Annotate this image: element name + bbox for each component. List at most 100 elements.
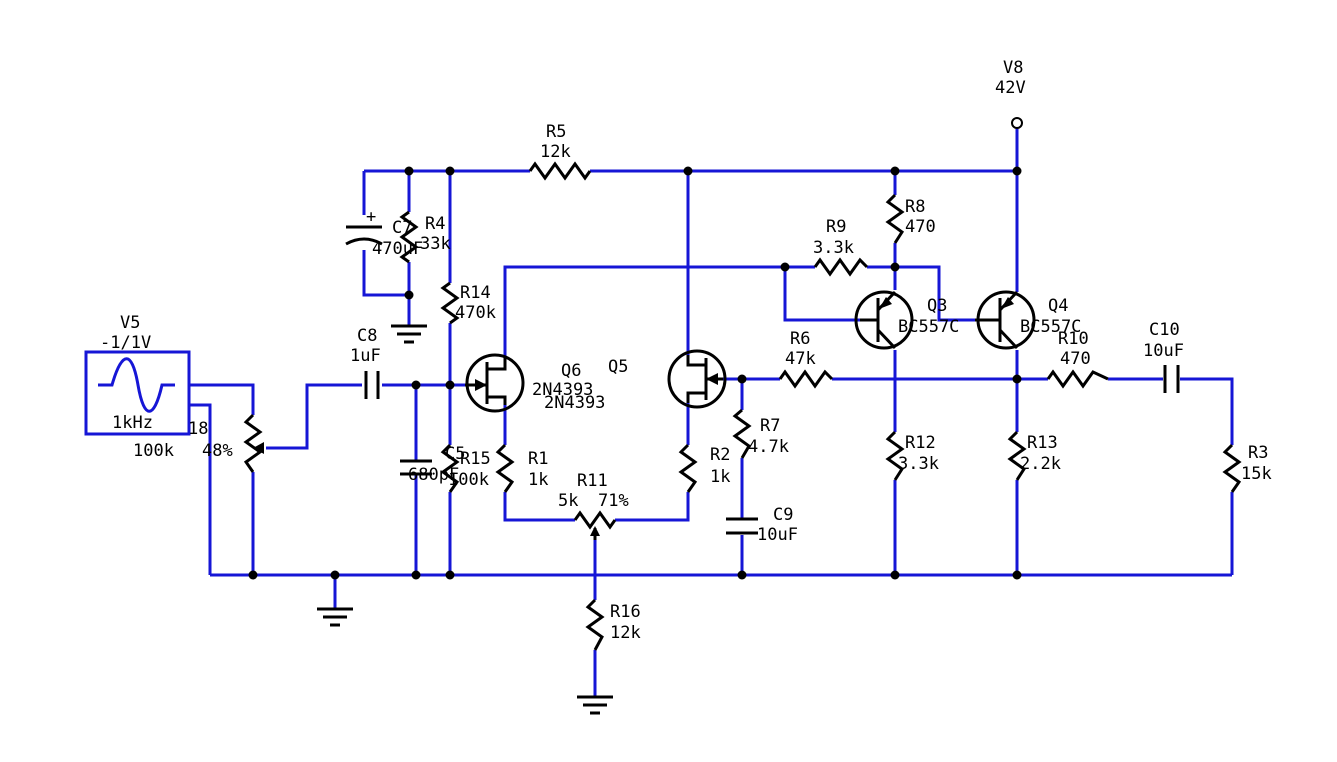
c9-value-label: 10uF — [757, 525, 798, 545]
r2-value-label: 1k — [710, 467, 730, 487]
junction-dot — [248, 570, 258, 580]
junction-dot — [445, 570, 455, 580]
q5-jfet-icon — [667, 349, 727, 409]
c10-value-label: 10uF — [1143, 341, 1184, 361]
c5-name-label: C5 — [445, 444, 465, 464]
junction-dot — [890, 570, 900, 580]
r9-name-label: R9 — [826, 217, 846, 237]
r13-resistor-icon — [1007, 430, 1027, 481]
c10-capacitor-icon — [1163, 365, 1180, 393]
q6-name-label: Q6 — [561, 361, 581, 381]
wires — [190, 128, 1234, 696]
r8-value-label: 470 — [905, 217, 936, 237]
junction-dot — [737, 374, 747, 384]
junctions — [248, 166, 1022, 580]
c5-value-label: 680pF — [408, 465, 459, 485]
c8-name-label: C8 — [357, 326, 377, 346]
r5-value-label: 12k — [540, 142, 571, 162]
wire-c7-bracket — [362, 171, 409, 297]
junction-dot — [330, 570, 340, 580]
q5-value-label: 2N4393 — [544, 393, 605, 413]
r14-value-label: 470k — [455, 303, 496, 323]
junction-dot — [737, 570, 747, 580]
q6-jfet-icon — [465, 353, 525, 413]
r11-name-label: R11 — [577, 471, 608, 491]
junction-dot — [1012, 570, 1022, 580]
c9-capacitor-icon — [726, 517, 758, 535]
r11-wiper-arrow-icon — [590, 526, 600, 536]
r12-value-label: 3.3k — [898, 454, 939, 474]
r8-name-label: R8 — [905, 197, 925, 217]
r13-value-label: 2.2k — [1020, 454, 1061, 474]
v8-terminal-icon — [1011, 117, 1023, 129]
wire-q6-drain — [503, 265, 785, 358]
r5-name-label: R5 — [546, 122, 566, 142]
r12-name-label: R12 — [905, 433, 936, 453]
r7-name-label: R7 — [760, 416, 780, 436]
r14-name-label: R14 — [460, 283, 491, 303]
v8-name-label: V8 — [1003, 58, 1023, 78]
r11-setting-label: 71% — [598, 491, 629, 511]
junction-dot — [1012, 374, 1022, 384]
r5-resistor-icon — [528, 161, 592, 181]
c8-value-label: 1uF — [350, 346, 381, 366]
r6-value-label: 47k — [785, 349, 816, 369]
q4-transistor-icon — [975, 290, 1036, 350]
r18-setting-label: 48% — [202, 441, 233, 461]
junction-dot — [683, 166, 693, 176]
q3-value-label: BC557C — [898, 317, 959, 337]
r7-resistor-icon — [732, 408, 752, 459]
junction-dot — [411, 570, 421, 580]
wire-output — [742, 377, 1234, 575]
wire-v5-return — [190, 403, 212, 575]
r9-resistor-icon — [813, 257, 869, 277]
r14-resistor-icon — [440, 281, 460, 325]
ground-icon — [577, 695, 613, 715]
r16-resistor-icon — [585, 598, 605, 651]
r2-name-label: R2 — [710, 445, 730, 465]
r10-name-label: R10 — [1058, 329, 1089, 349]
c8-capacitor-icon — [364, 371, 380, 399]
ground-icon — [391, 324, 427, 344]
q5-name-label: Q5 — [608, 357, 628, 377]
r6-name-label: R6 — [790, 329, 810, 349]
r18-wiper-arrow-icon — [253, 442, 264, 454]
r16-value-label: 12k — [610, 623, 641, 643]
v5-source-icon — [84, 350, 191, 436]
r15-resistor-icon — [440, 443, 460, 493]
r8-resistor-icon — [885, 193, 905, 244]
q3-name-label: Q3 — [927, 296, 947, 316]
r10-resistor-icon — [1046, 369, 1109, 389]
r4-resistor-icon — [399, 210, 419, 264]
junction-dot — [445, 166, 455, 176]
r9-value-label: 3.3k — [813, 238, 854, 258]
q4-name-label: Q4 — [1048, 296, 1068, 316]
r10-value-label: 470 — [1060, 349, 1091, 369]
r7-value-label: 4.7k — [748, 437, 789, 457]
q4-value-label: BC557C — [1020, 317, 1081, 337]
wire-input — [190, 383, 465, 575]
c7-capacitor-icon — [345, 225, 383, 246]
junction-dot — [780, 262, 790, 272]
wire-q6-source — [503, 400, 575, 522]
junction-dot — [404, 166, 414, 176]
c5-capacitor-icon — [400, 459, 432, 476]
r11-potentiometer-icon — [573, 510, 617, 530]
junction-dot — [404, 290, 414, 300]
r15-name-label: R15 — [460, 449, 491, 469]
c10-name-label: C10 — [1149, 320, 1180, 340]
r1-resistor-icon — [495, 443, 515, 493]
v8-value-label: 42V — [995, 78, 1026, 98]
q6-value-label: 2N4393 — [532, 380, 593, 400]
junction-dot — [1012, 166, 1022, 176]
r2-resistor-icon — [678, 443, 698, 493]
q3-transistor-icon — [854, 290, 914, 350]
v5-value-label: -1/1V — [100, 333, 151, 353]
v5-freq-label: 1kHz — [112, 413, 153, 433]
r18-value-label: 100k — [133, 441, 174, 461]
r15-value-label: 100k — [448, 470, 489, 490]
r16-name-label: R16 — [610, 602, 641, 622]
junction-dot — [411, 380, 421, 390]
junction-dot — [890, 262, 900, 272]
